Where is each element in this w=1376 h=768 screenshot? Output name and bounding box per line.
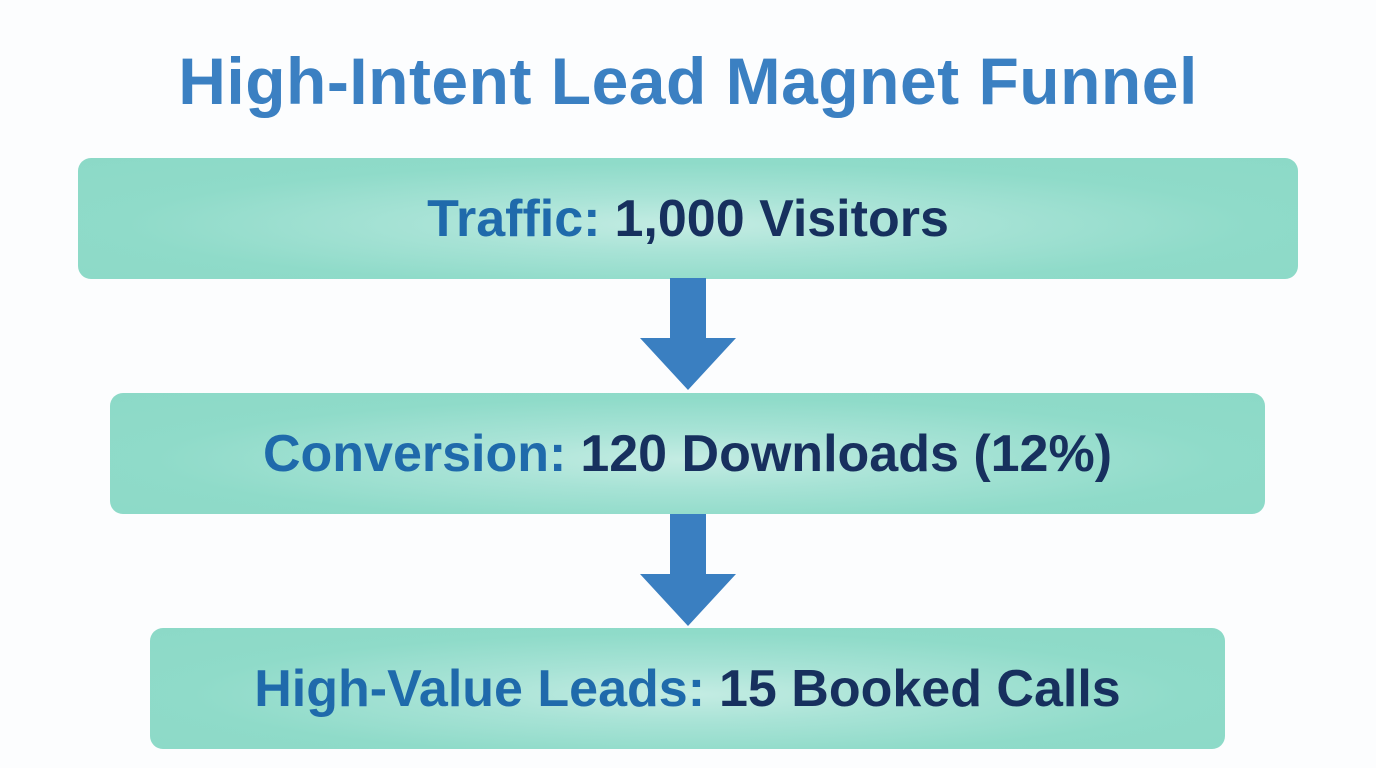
stage-label: Conversion:	[262, 424, 567, 483]
down-arrow-icon	[640, 514, 736, 626]
diagram-title: High-Intent Lead Magnet Funnel	[178, 44, 1198, 118]
stage-value: 15 Booked Calls	[719, 659, 1121, 718]
stage-value: 120 Downloads (12%)	[580, 424, 1113, 483]
funnel-stage-high-value-leads: High-Value Leads: 15 Booked Calls	[150, 628, 1225, 749]
funnel-stage-conversion: Conversion: 120 Downloads (12%)	[110, 393, 1265, 514]
stage-value: 1,000 Visitors	[614, 189, 949, 248]
stage-label: Traffic:	[427, 189, 601, 248]
funnel-stage-traffic: Traffic: 1,000 Visitors	[78, 158, 1298, 279]
down-arrow-icon	[640, 278, 736, 390]
stage-label: High-Value Leads:	[254, 659, 706, 718]
